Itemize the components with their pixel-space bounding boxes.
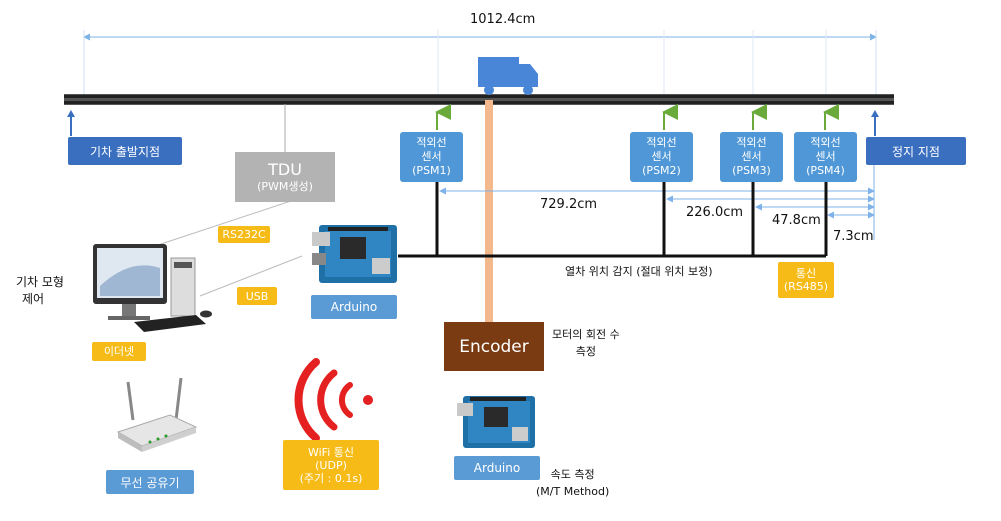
sensor-psm3-line2: 센서: [741, 150, 762, 163]
bus-label: 열차 위치 감지 (절대 위치 보정): [565, 265, 713, 278]
tdu-subtitle: (PWM생성): [257, 180, 313, 193]
wifi-line2: (UDP): [315, 458, 347, 472]
sensor-psm4: 적외선 센서 (PSM4): [794, 132, 857, 182]
psm4-distance-label: 7.3cm: [833, 229, 874, 244]
tdu-title: TDU: [268, 160, 302, 179]
encoder-desc-line2: 측정: [575, 345, 596, 358]
usb-badge: USB: [237, 287, 277, 305]
sensor-psm4-line1: 적외선: [810, 136, 841, 149]
wifi-line3: (주기 : 0.1s): [299, 471, 363, 485]
encoder-desc-line1: 모터의 회전 수: [552, 328, 620, 341]
wifi-line1: WiFi 통신: [307, 445, 354, 459]
router-label: 무선 공유기: [106, 470, 194, 494]
speed-measure-label: 속도 측정 (M/T Method): [536, 466, 609, 500]
stop-point-label: 정지 지점: [866, 137, 966, 165]
sensor-psm2-line2: 센서: [651, 150, 672, 163]
wifi-badge: WiFi 통신 (UDP) (주기 : 0.1s): [283, 440, 379, 490]
total-distance-label: 1012.4cm: [470, 12, 536, 27]
start-point-label: 기차 출발지점: [68, 137, 182, 165]
speed-line1: 속도 측정: [550, 468, 595, 481]
rs232c-badge: RS232C: [218, 226, 270, 243]
arduino-main-icon: [312, 225, 397, 283]
encoder-description: 모터의 회전 수 측정: [552, 326, 620, 360]
sensor-bus: [398, 182, 828, 258]
encoder-shaft: [485, 100, 493, 322]
sensor-psm3-line1: 적외선: [736, 136, 767, 149]
psm3-distance-label: 47.8cm: [772, 213, 821, 228]
sensor-psm1: 적외선 센서 (PSM1): [400, 132, 463, 182]
rs485-line1: 통신: [795, 267, 817, 280]
rail-track: [64, 94, 894, 105]
psm1-distance-label: 729.2cm: [540, 197, 598, 212]
sensor-psm2: 적외선 센서 (PSM2): [630, 132, 693, 182]
ethernet-badge: 이더넷: [92, 342, 146, 361]
tdu-box: TDU (PWM생성): [235, 152, 335, 202]
arduino-speed-label: Arduino: [454, 456, 540, 480]
sensor-psm4-line2: 센서: [815, 150, 836, 163]
sensor-psm1-line1: 적외선: [416, 136, 447, 149]
sensor-psm2-line1: 적외선: [646, 136, 677, 149]
computer-icon: [93, 244, 212, 332]
sensor-psm3: 적외선 센서 (PSM3): [720, 132, 783, 182]
wifi-icon: [294, 358, 373, 442]
rs485-line2: (RS485): [783, 280, 829, 293]
encoder-box: Encoder: [444, 322, 544, 371]
pc-label-line1: 기차 모형: [16, 275, 64, 289]
speed-line2: (M/T Method): [536, 485, 610, 498]
psm2-distance-label: 226.0cm: [686, 205, 744, 220]
sensor-psm3-line3: (PSM3): [732, 164, 771, 177]
router-icon: [116, 377, 198, 452]
sensor-psm1-line2: 센서: [421, 150, 442, 163]
pc-label: 기차 모형 제어: [16, 274, 64, 308]
sensor-psm4-line3: (PSM4): [806, 164, 845, 177]
pc-label-line2: 제어: [22, 292, 45, 306]
rs485-badge: 통신 (RS485): [778, 262, 834, 298]
arduino-main-label: Arduino: [311, 295, 397, 319]
sensor-psm2-line3: (PSM2): [642, 164, 681, 177]
arduino-speed-icon: [457, 396, 535, 448]
sensor-psm1-line3: (PSM1): [412, 164, 451, 177]
train-icon: [478, 57, 538, 95]
